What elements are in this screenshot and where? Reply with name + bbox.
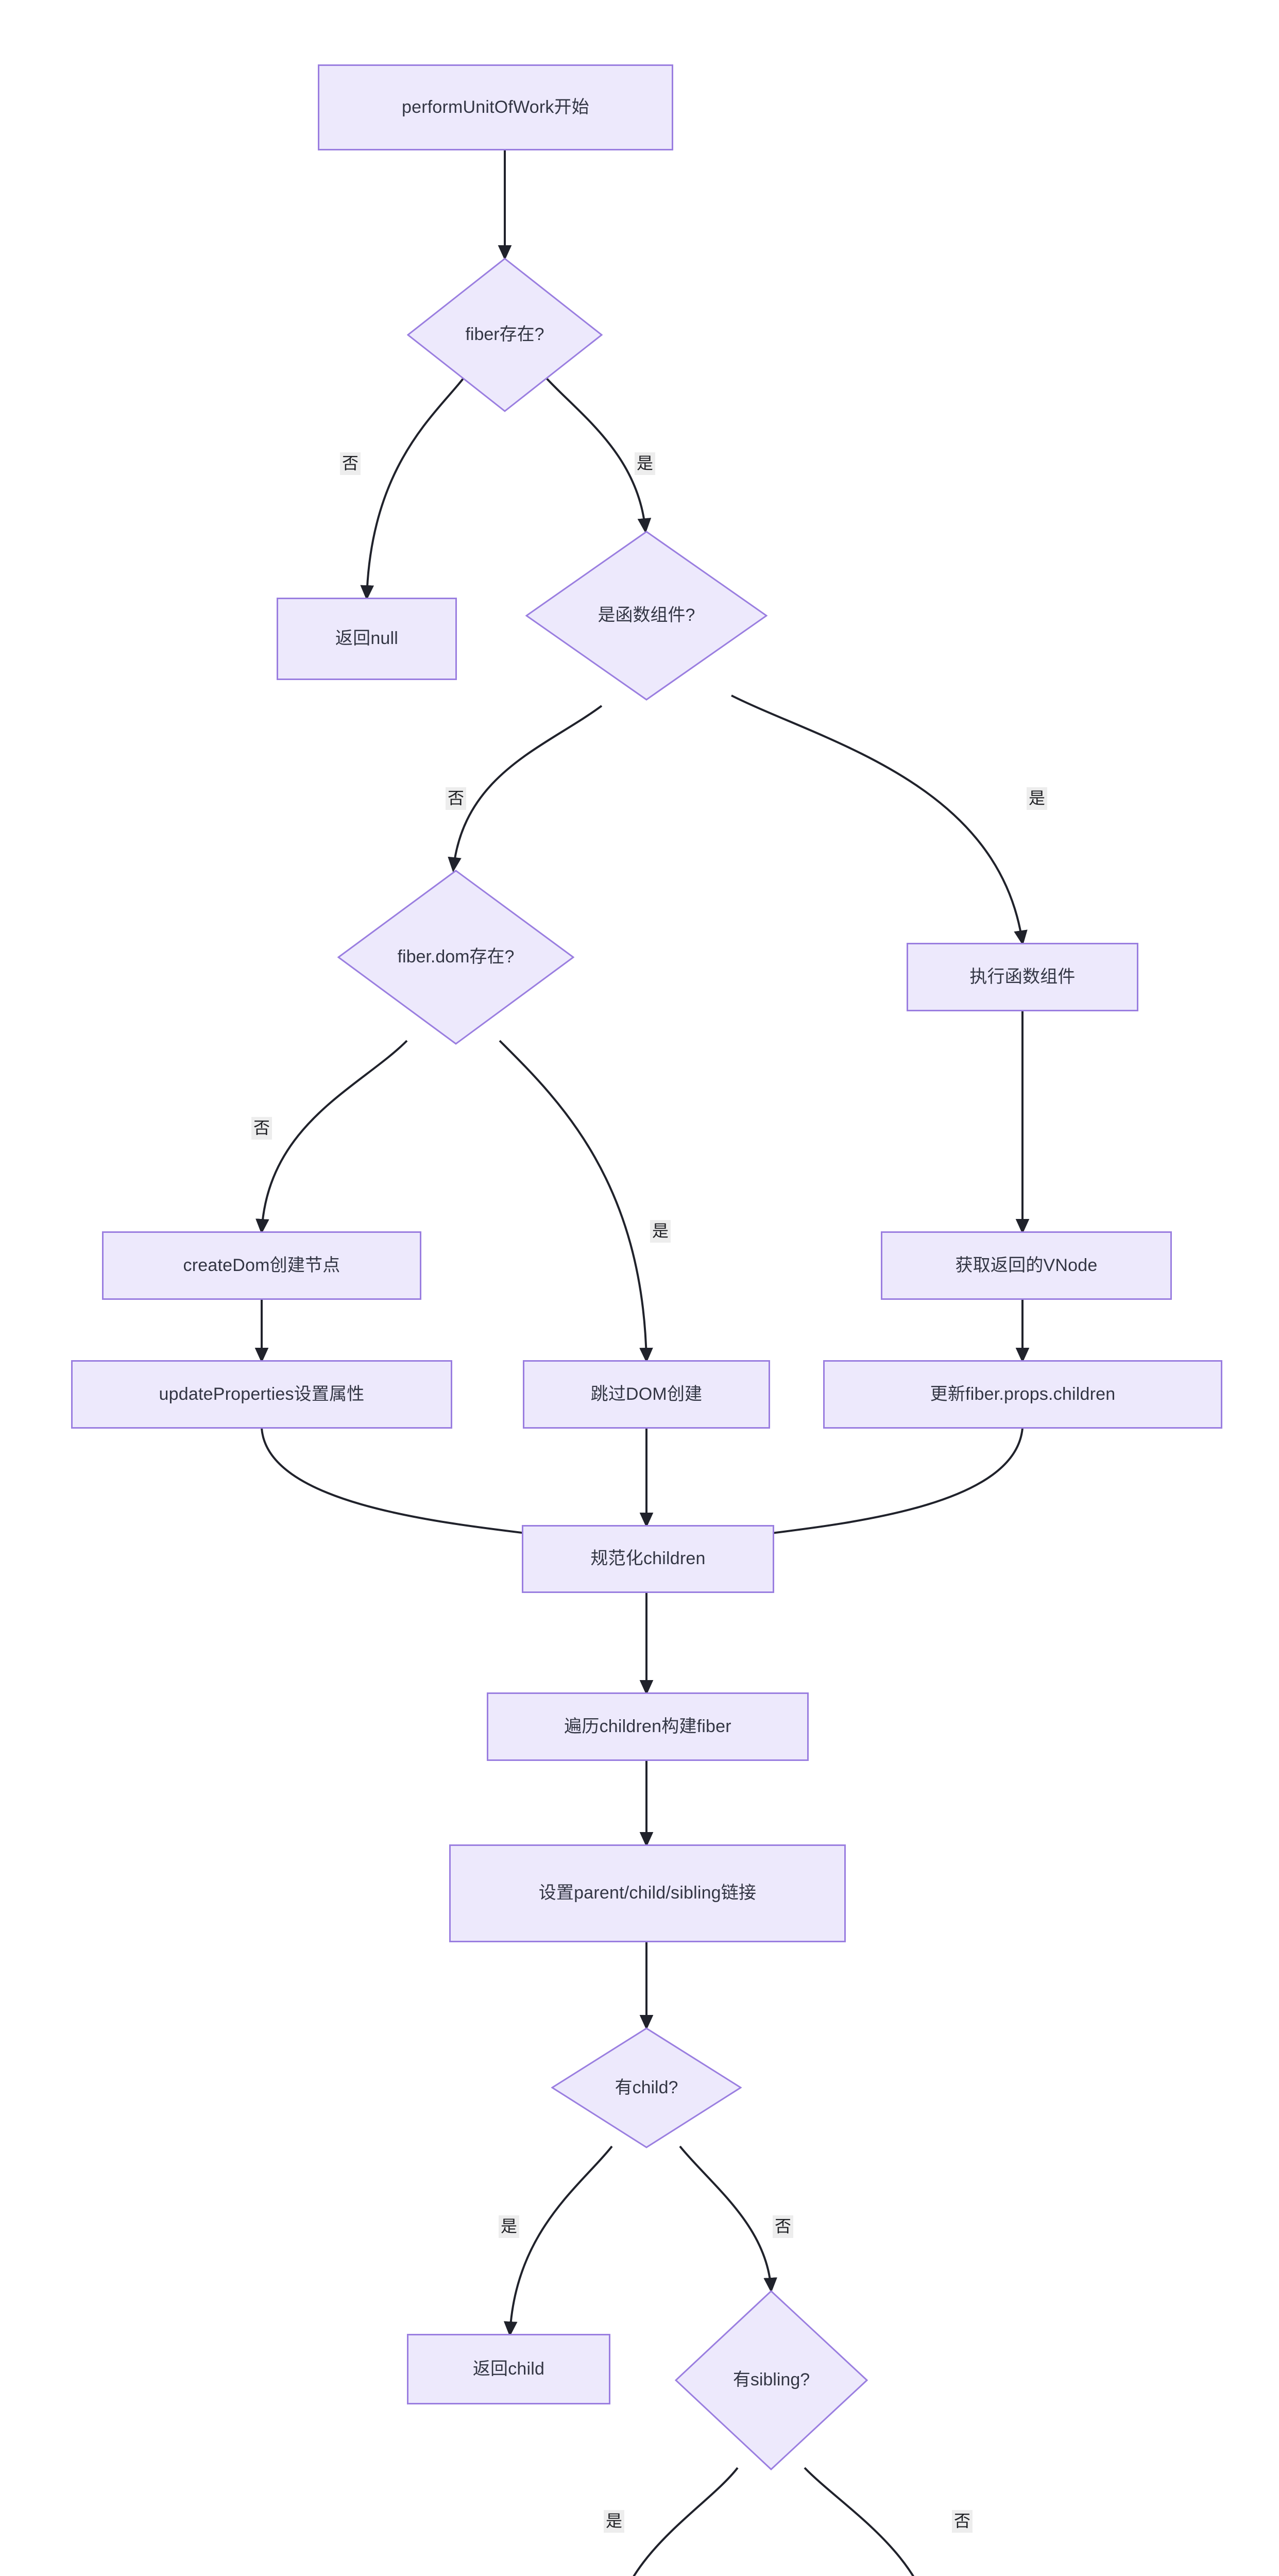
node-skip-dom-create[interactable]: 跳过DOM创建	[523, 1360, 770, 1429]
node-update-props-children-label: 更新fiber.props.children	[930, 1384, 1116, 1404]
diamond-shape	[675, 2290, 868, 2470]
edge-label-has-child-no: 否	[773, 2215, 794, 2238]
node-update-properties[interactable]: updateProperties设置属性	[71, 1360, 452, 1429]
node-get-vnode-label: 获取返回的VNode	[955, 1255, 1098, 1275]
edge-label-fiber-exists-no: 否	[340, 452, 361, 475]
node-has-sibling-label: 有sibling?	[732, 2370, 810, 2390]
edge-label-fiber-dom-no: 否	[251, 1117, 272, 1140]
node-skip-dom-create-label: 跳过DOM创建	[590, 1384, 703, 1404]
edge-updateprops-to-normalize	[261, 1428, 567, 1544]
diamond-shape	[337, 870, 574, 1045]
node-is-function-component[interactable]: 是函数组件?	[525, 531, 768, 701]
node-fiber-exists-label: fiber存在?	[465, 325, 544, 345]
node-update-properties-label: updateProperties设置属性	[159, 1384, 365, 1404]
edge-label-fiber-exists-yes: 是	[635, 452, 656, 475]
node-return-null-top-label: 返回null	[335, 629, 399, 649]
edge-is-fn-yes	[731, 694, 1028, 946]
edge-label-has-sibling-yes: 是	[604, 2510, 625, 2533]
node-set-links-label: 设置parent/child/sibling链接	[538, 1883, 757, 1903]
edge-label-fiber-dom-yes: 是	[650, 1220, 671, 1243]
node-create-dom[interactable]: createDom创建节点	[102, 1231, 421, 1300]
node-has-child-label: 有child?	[615, 2077, 678, 2097]
diamond-shape	[525, 531, 768, 701]
node-start[interactable]: performUnitOfWork开始	[318, 64, 673, 150]
node-return-child[interactable]: 返回child	[407, 2334, 610, 2404]
edge-label-has-sibling-no: 否	[952, 2510, 973, 2533]
edge-updatechildren-to-normalize	[731, 1428, 1024, 1544]
node-normalize-children-label: 规范化children	[590, 1549, 706, 1569]
node-is-function-component-label: 是函数组件?	[598, 605, 695, 625]
node-fiber-exists[interactable]: fiber存在?	[407, 258, 603, 412]
edge-fiber-dom-yes	[499, 1040, 653, 1363]
node-build-fiber-label: 遍历children构建fiber	[564, 1716, 731, 1736]
edge-haschild-yes	[503, 2145, 613, 2337]
node-update-props-children[interactable]: 更新fiber.props.children	[823, 1360, 1222, 1429]
edge-label-is-fn-no: 否	[446, 787, 467, 810]
node-get-vnode[interactable]: 获取返回的VNode	[881, 1231, 1172, 1300]
node-normalize-children[interactable]: 规范化children	[522, 1525, 774, 1593]
node-has-sibling[interactable]: 有sibling?	[675, 2290, 868, 2470]
node-run-function-component[interactable]: 执行函数组件	[907, 943, 1138, 1011]
node-set-links[interactable]: 设置parent/child/sibling链接	[449, 1844, 846, 1942]
node-return-child-label: 返回child	[472, 2359, 545, 2379]
edge-fiber-dom-no	[255, 1040, 408, 1234]
node-has-child[interactable]: 有child?	[551, 2027, 742, 2148]
diamond-shape	[407, 258, 603, 412]
edge-label-has-child-yes: 是	[499, 2215, 520, 2238]
node-fiber-dom-exists-label: fiber.dom存在?	[397, 947, 515, 967]
edge-haschild-no	[679, 2145, 777, 2293]
node-run-function-component-label: 执行函数组件	[969, 967, 1076, 987]
node-start-label: performUnitOfWork开始	[401, 97, 589, 117]
edge-hassibling-yes	[633, 2467, 739, 2576]
edge-is-fn-no	[448, 705, 603, 873]
node-build-fiber[interactable]: 遍历children构建fiber	[487, 1692, 809, 1761]
edge-hassibling-no	[804, 2467, 915, 2576]
node-return-null-top[interactable]: 返回null	[277, 598, 457, 680]
edge-label-is-fn-yes: 是	[1027, 787, 1048, 810]
diamond-shape	[551, 2027, 742, 2148]
node-fiber-dom-exists[interactable]: fiber.dom存在?	[337, 870, 574, 1045]
node-create-dom-label: createDom创建节点	[183, 1255, 340, 1275]
